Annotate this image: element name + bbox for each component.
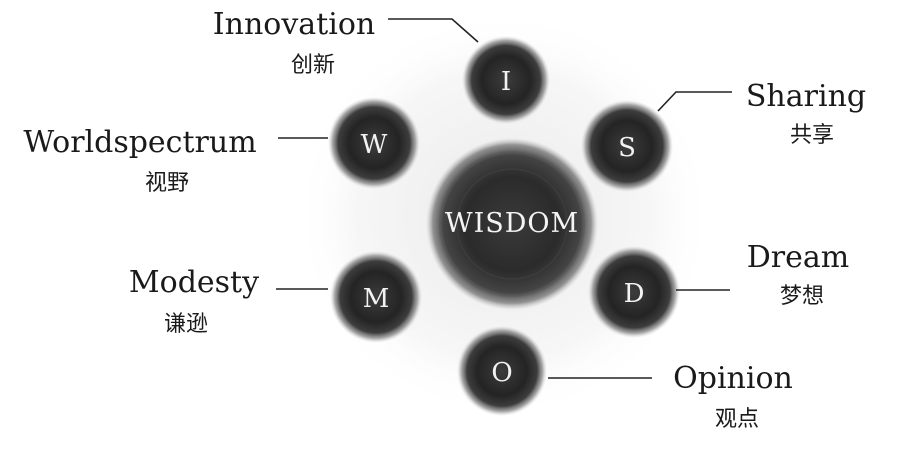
title-worldspectrum: Worldspectrum bbox=[23, 125, 256, 160]
center-ink-ring-inner bbox=[456, 168, 568, 280]
center-label: WISDOM bbox=[445, 208, 579, 239]
ink-blot-modesty bbox=[330, 251, 422, 343]
center-ink-ring bbox=[439, 151, 585, 297]
node-worldspectrum: W Worldspectrum 视野 bbox=[23, 97, 420, 196]
letter-modesty: M bbox=[363, 284, 390, 314]
letter-sharing: S bbox=[618, 133, 636, 163]
letter-opinion: O bbox=[491, 358, 512, 388]
title-modesty: Modesty bbox=[129, 265, 259, 300]
letter-worldspectrum: W bbox=[361, 130, 388, 160]
ink-blot-worldspectrum bbox=[328, 97, 420, 189]
subtitle-modesty: 谦逊 bbox=[164, 312, 208, 337]
center-node: WISDOM bbox=[426, 138, 598, 310]
title-dream: Dream bbox=[747, 240, 849, 275]
node-modesty: M Modesty 谦逊 bbox=[129, 251, 422, 343]
node-opinion: O Opinion 观点 bbox=[457, 326, 793, 432]
subtitle-opinion: 观点 bbox=[715, 407, 759, 432]
title-innovation: Innovation bbox=[213, 7, 375, 42]
ink-blot-innovation bbox=[462, 36, 550, 124]
ink-blot-opinion bbox=[457, 326, 547, 416]
subtitle-dream: 梦想 bbox=[780, 284, 824, 309]
letter-innovation: I bbox=[501, 67, 511, 97]
leader-innovation bbox=[388, 18, 479, 43]
ink-blot-dream bbox=[588, 246, 680, 338]
node-dream: D Dream 梦想 bbox=[588, 240, 849, 338]
title-opinion: Opinion bbox=[673, 361, 793, 396]
node-innovation: I Innovation 创新 bbox=[213, 7, 550, 124]
letter-dream: D bbox=[624, 279, 645, 309]
node-sharing: S Sharing 共享 bbox=[581, 79, 866, 192]
title-sharing: Sharing bbox=[746, 79, 866, 114]
leader-sharing bbox=[657, 91, 732, 112]
center-ink-blot bbox=[426, 138, 598, 310]
ink-blot-sharing bbox=[581, 100, 673, 192]
subtitle-worldspectrum: 视野 bbox=[145, 171, 189, 196]
subtitle-sharing: 共享 bbox=[790, 123, 834, 148]
subtitle-innovation: 创新 bbox=[291, 53, 335, 78]
